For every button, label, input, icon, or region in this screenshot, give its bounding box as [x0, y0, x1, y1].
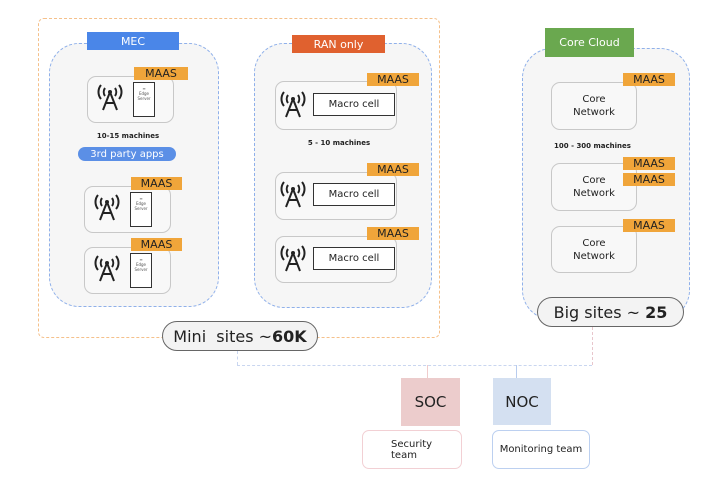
core-machines: 100 - 300 machines — [554, 142, 631, 150]
maas-badge: MAAS — [131, 177, 182, 190]
core-network-card: Core Network — [551, 82, 637, 130]
maas-badge: MAAS — [623, 173, 675, 186]
security-team-box: Security team — [362, 430, 462, 469]
core-network-card: Core Network — [551, 226, 637, 273]
maas-badge: MAAS — [367, 73, 419, 86]
core-network-label: Core Network — [573, 175, 615, 199]
connector-line — [427, 365, 428, 378]
third-party-apps-pill: 3rd party apps — [78, 147, 176, 161]
antenna-icon — [97, 84, 123, 111]
edge-server-icon: ≡Edge Server — [130, 253, 152, 288]
core-network-card: Core Network — [551, 163, 637, 211]
mec-machines: 10-15 machines — [96, 132, 160, 140]
edge-server-label: Edge Server — [134, 201, 148, 211]
antenna-icon — [94, 255, 120, 282]
edge-server-label: Edge Server — [134, 262, 148, 272]
core-label: Core Cloud — [545, 28, 634, 57]
edge-server-label: Edge Server — [137, 91, 151, 101]
mini-sites-text: Mini sites ~ — [173, 326, 273, 346]
monitoring-team-box: Monitoring team — [492, 430, 590, 469]
mini-sites-count: 60K — [272, 326, 307, 346]
core-network-label: Core Network — [573, 94, 615, 118]
macro-cell-box: Macro cell — [313, 247, 395, 270]
edge-server-icon: ≡Edge Server — [133, 82, 155, 117]
antenna-icon — [280, 91, 306, 118]
connector-line — [516, 365, 517, 378]
maas-badge: MAAS — [131, 238, 182, 251]
noc-box: NOC — [493, 378, 551, 425]
mec-site-card — [84, 247, 171, 294]
mec-site-card — [87, 76, 174, 123]
ran-label: RAN only — [292, 35, 385, 53]
maas-badge: MAAS — [623, 73, 675, 86]
soc-box: SOC — [401, 378, 460, 426]
big-sites-count: 25 — [645, 302, 668, 322]
antenna-icon — [280, 245, 306, 272]
maas-badge: MAAS — [623, 219, 675, 232]
edge-server-icon: ≡Edge Server — [130, 192, 152, 227]
ran-machines: 5 - 10 machines — [307, 139, 371, 147]
maas-badge: MAAS — [367, 163, 419, 176]
antenna-icon — [280, 181, 306, 208]
maas-badge: MAAS — [134, 67, 188, 80]
maas-badge: MAAS — [623, 157, 675, 170]
maas-badge: MAAS — [367, 227, 419, 240]
macro-cell-box: Macro cell — [313, 183, 395, 206]
big-sites-text: Big sites ~ — [553, 302, 646, 322]
core-network-label: Core Network — [573, 237, 615, 262]
connector-line — [237, 365, 592, 366]
mec-label: MEC — [87, 32, 179, 50]
connector-line — [592, 327, 593, 365]
antenna-icon — [94, 194, 120, 221]
mec-site-card — [84, 186, 171, 233]
mini-sites-pill: Mini sites ~60K — [162, 321, 318, 351]
connector-line — [237, 351, 238, 365]
macro-cell-box: Macro cell — [313, 93, 395, 116]
big-sites-pill: Big sites ~ 25 — [537, 297, 684, 327]
